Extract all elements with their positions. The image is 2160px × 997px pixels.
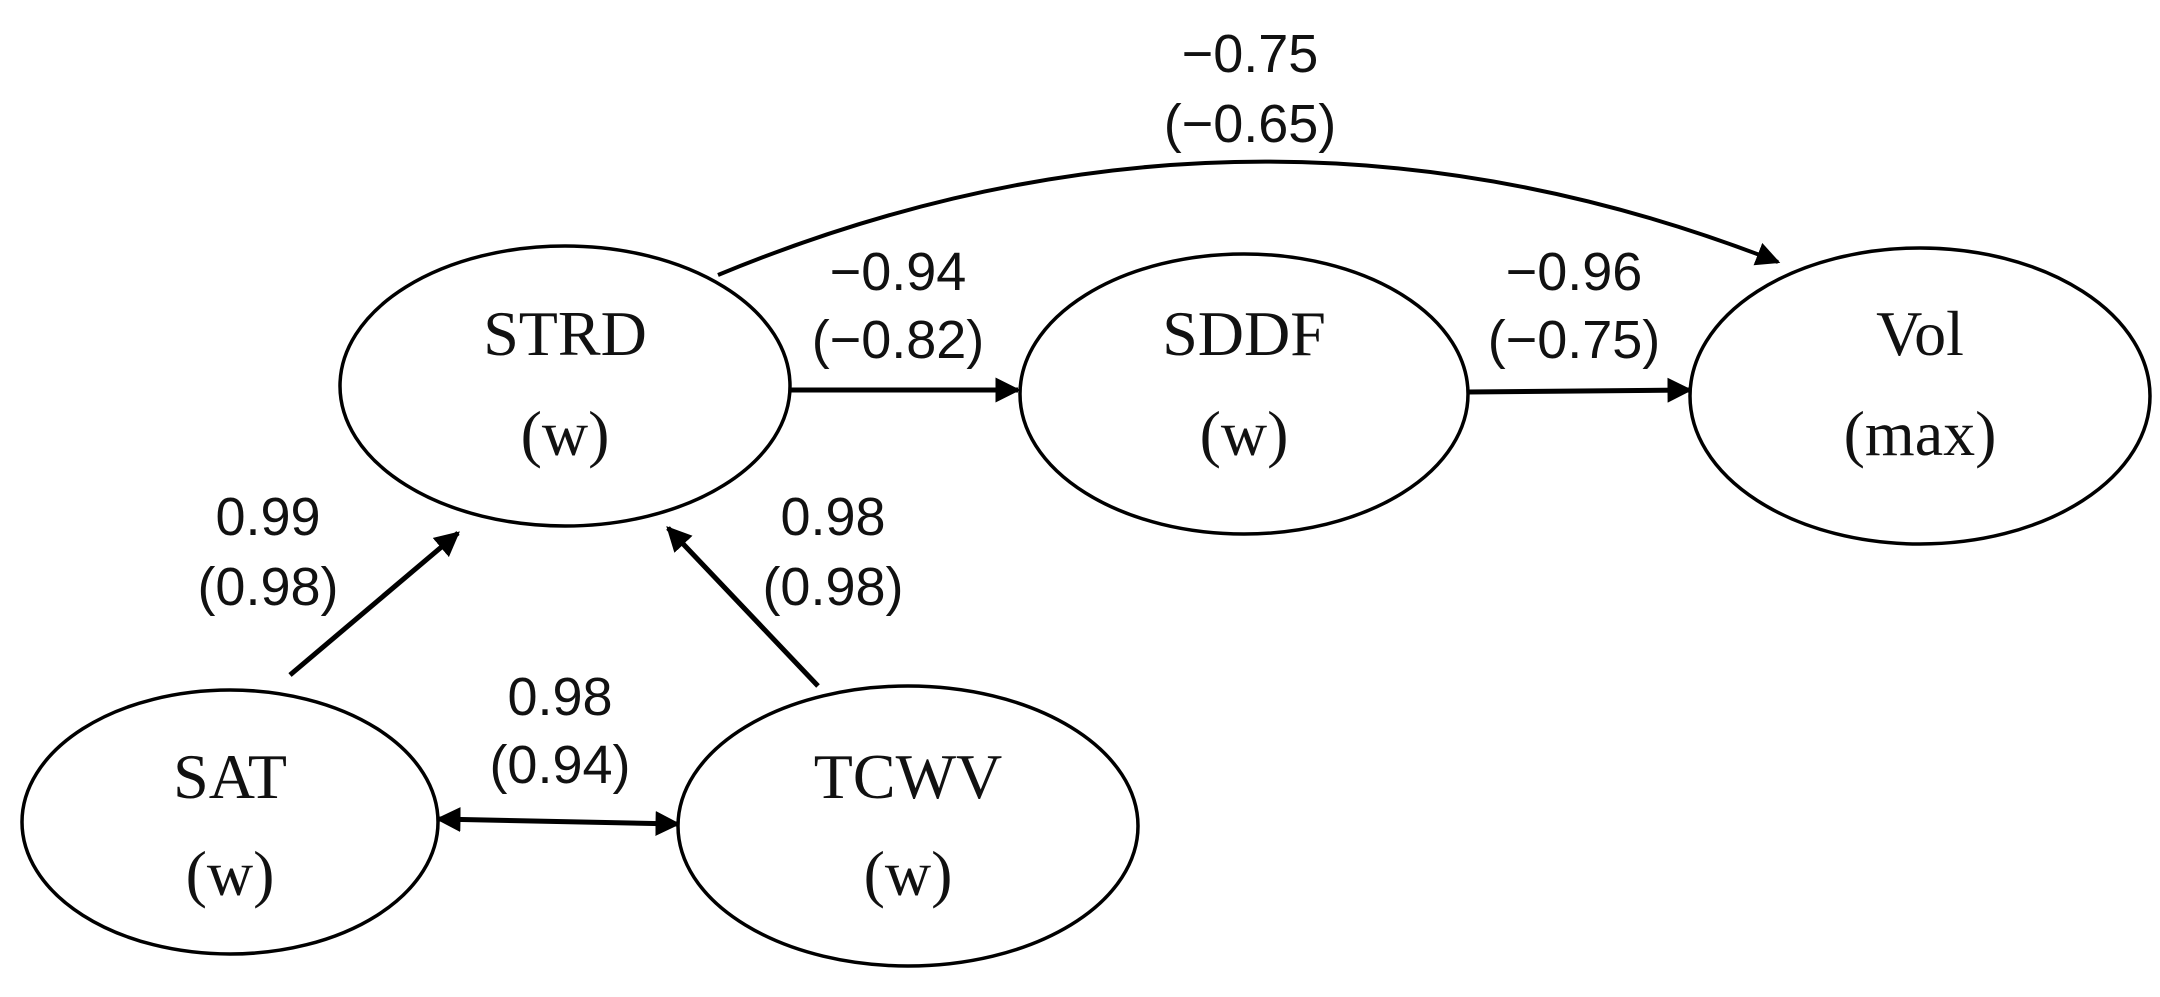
edge-sat-tcwv [435, 806, 681, 837]
node-vol: Vol (max) [1688, 246, 2152, 546]
label-sat-strd: 0.99 (0.98) [197, 487, 338, 617]
node-sddf: SDDF (w) [1018, 252, 1470, 536]
edge-strd-vol [717, 159, 1781, 277]
label-sat-strd-paren: (0.98) [197, 557, 338, 617]
node-tcwv: TCWV (w) [676, 684, 1140, 968]
node-vol-sub: (max) [1844, 398, 1997, 469]
node-sat: SAT (w) [20, 688, 440, 956]
label-sddf-vol-paren: (−0.75) [1488, 310, 1661, 370]
label-strd-sddf-value: −0.94 [830, 242, 967, 302]
node-tcwv-sub: (w) [864, 838, 953, 909]
node-sat-sub: (w) [186, 838, 275, 909]
edge-sddf-vol [1467, 377, 1693, 403]
label-strd-vol-paren: (−0.65) [1164, 94, 1337, 154]
node-sat-name: SAT [173, 741, 287, 812]
label-sat-strd-value: 0.99 [215, 487, 320, 547]
label-strd-vol-value: −0.75 [1182, 24, 1319, 84]
label-strd-sddf-paren: (−0.82) [812, 310, 985, 370]
label-sat-tcwv-value: 0.98 [507, 667, 612, 727]
edge-tcwv-strd [666, 526, 820, 688]
node-strd: STRD (w) [338, 244, 792, 528]
node-vol-name: Vol [1876, 298, 1964, 369]
node-sddf-name: SDDF [1162, 298, 1326, 369]
edge-sat-strd [288, 531, 460, 677]
label-sat-tcwv: 0.98 (0.94) [489, 667, 630, 795]
label-sddf-vol: −0.96 (−0.75) [1488, 242, 1661, 370]
node-strd-name: STRD [483, 298, 647, 369]
label-tcwv-strd-value: 0.98 [780, 487, 885, 547]
node-strd-sub: (w) [521, 398, 610, 469]
label-sddf-vol-value: −0.96 [1506, 242, 1643, 302]
node-tcwv-name: TCWV [814, 741, 1002, 812]
label-strd-vol: −0.75 (−0.65) [1164, 24, 1337, 154]
node-sddf-sub: (w) [1200, 398, 1289, 469]
label-tcwv-strd-paren: (0.98) [762, 557, 903, 617]
label-tcwv-strd: 0.98 (0.98) [762, 487, 903, 617]
label-strd-sddf: −0.94 (−0.82) [812, 242, 985, 370]
label-sat-tcwv-paren: (0.94) [489, 735, 630, 795]
